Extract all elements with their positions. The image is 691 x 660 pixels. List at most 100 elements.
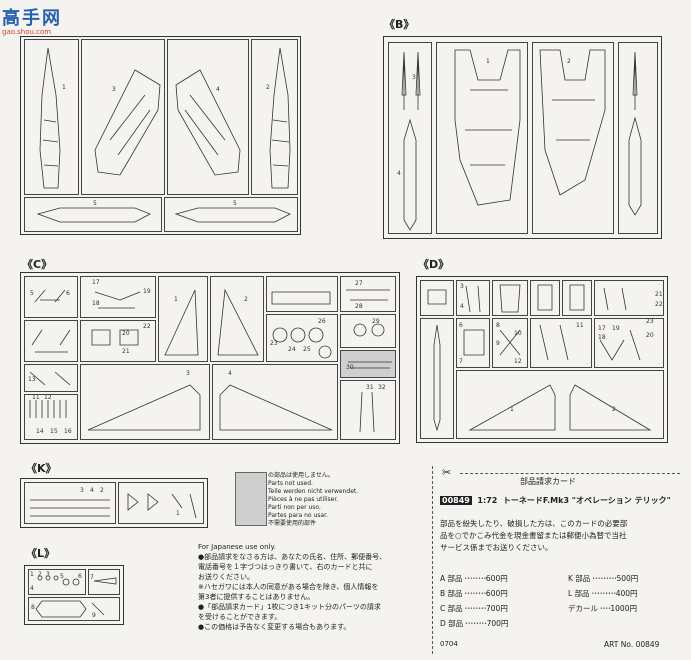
price-part: L 部品 [568, 589, 590, 598]
sprue-c-cell-11-16 [24, 394, 78, 440]
card-text: 部品を紛失したり、破損した方は、このカードの必要部 品を○でかこみ代金を現金書留… [440, 518, 680, 554]
part-label: 3 [460, 283, 464, 290]
part-label: 4 [460, 303, 464, 310]
price-value: 500円 [616, 574, 639, 583]
part-label: 3 [412, 74, 416, 81]
card-footer-code: 0704 [440, 640, 458, 648]
sprue-c-cell-17-19 [80, 276, 156, 318]
sprue-d-cell-missile [420, 318, 454, 439]
part-label: 13 [28, 376, 36, 383]
part-label: 19 [612, 325, 620, 332]
price-row[interactable]: D 部品 ････････700円 [440, 619, 509, 628]
part-label: 1 [510, 406, 514, 413]
part-label: 2 [567, 58, 571, 65]
part-label: 23 [646, 318, 654, 325]
sprue-c-cell-1 [158, 276, 208, 362]
part-label: 5 [60, 573, 64, 580]
part-label: 25 [303, 346, 311, 353]
part-label: 12 [514, 358, 522, 365]
part-label: 4 [228, 370, 232, 377]
sprue-d [416, 276, 668, 443]
sprue-b-cell-left-missile [388, 42, 432, 234]
part-label: 4 [90, 487, 94, 494]
part-label: 5 [93, 200, 97, 207]
notice-line: Pièces à ne pas utiliser. [268, 496, 339, 503]
part-label: 7 [459, 358, 463, 365]
part-label: 6 [459, 322, 463, 329]
part-label: 6 [66, 290, 70, 297]
part-label: 8 [496, 322, 500, 329]
part-label: 21 [122, 348, 130, 355]
sprue-a-cell-5b [164, 197, 298, 232]
part-label: 27 [355, 280, 363, 287]
part-label: 2 [612, 406, 616, 413]
sprue-a-cell-5a [24, 197, 162, 232]
part-label: 4 [30, 585, 34, 592]
card-product-line: 00849 1:72 トーネードF.Mk3 "オペレーション テリック" [440, 495, 671, 506]
scissors-icon: ✂ [442, 466, 452, 479]
part-label: 23 [270, 340, 278, 347]
watermark-logo-text: 高手网 [2, 8, 62, 29]
card-scale: 1:72 [477, 496, 498, 505]
part-label: 3 [46, 571, 50, 578]
sprue-c-cell-2 [210, 276, 264, 362]
notice-line: Parts not used. [268, 480, 313, 487]
sprue-c-cell-31-32 [340, 380, 396, 440]
price-row[interactable]: デカール ････1000円 [568, 604, 637, 613]
part-label: 22 [143, 323, 151, 330]
sprue-d-cell-11 [530, 318, 592, 368]
part-label: 2 [100, 487, 104, 494]
sprue-c-cell-7-10 [24, 364, 78, 392]
japanese-use-line: ●この価格は予告なく変更する場合もあります。 [198, 623, 351, 631]
sprue-l [24, 565, 124, 625]
price-value: 700円 [486, 604, 508, 613]
card-text-line: サービス係までお送りください。 [440, 543, 553, 552]
sprue-d-cell-8-12 [492, 318, 528, 368]
price-part: K 部品 [568, 574, 591, 583]
card-text-line: 部品を紛失したり、破損した方は、このカードの必要部 [440, 519, 628, 528]
part-label: 17 [598, 325, 606, 332]
sprue-c-cell-23-26 [266, 314, 338, 362]
part-label: 10 [514, 330, 522, 337]
part-label: 32 [378, 384, 386, 391]
price-part: D 部品 [440, 619, 464, 628]
sprue-c-cell-27-28a [266, 276, 338, 312]
price-row[interactable]: A 部品 ････････600円 [440, 574, 508, 583]
part-label: 5 [30, 290, 34, 297]
price-part: デカール [568, 604, 598, 613]
part-label: 14 [36, 428, 44, 435]
part-label: 22 [655, 301, 663, 308]
price-value: 1000円 [610, 604, 637, 613]
japanese-use-block: For Japanese use only. ●部品請求をなさる方は、あなたの氏… [198, 542, 428, 632]
part-label: 4 [216, 86, 220, 93]
price-row[interactable]: C 部品 ････････700円 [440, 604, 508, 613]
sprue-b [383, 36, 662, 239]
japanese-use-heading: For Japanese use only. [198, 543, 276, 551]
part-label: 5 [233, 200, 237, 207]
part-label: 17 [92, 279, 100, 286]
part-label: 9 [496, 340, 500, 347]
price-part: B 部品 [440, 589, 463, 598]
price-value: 600円 [485, 574, 508, 583]
sprue-c-cell-4 [212, 364, 338, 440]
sprue-d-cell-rect1 [530, 280, 560, 316]
sprue-b-cell-fuselage-top [436, 42, 528, 234]
sprue-b-cell-fuselage-bottom [532, 42, 614, 234]
part-label: 1 [62, 84, 66, 91]
price-row[interactable]: K 部品 ･････････500円 [568, 574, 639, 583]
watermark-logo: 高手网 gao.shou.com [2, 4, 92, 36]
sprue-c-cell-29 [340, 314, 396, 348]
part-label: 3 [112, 86, 116, 93]
part-label: 18 [92, 300, 100, 307]
price-row[interactable]: L 部品 ･････････400円 [568, 589, 638, 598]
notice-line: 不需要使用的部件 [268, 520, 317, 527]
sprue-d-cell-17-23 [594, 318, 664, 368]
sprue-l-cell-8-9 [28, 597, 120, 621]
part-label: 11 [576, 322, 584, 329]
part-label: 12 [44, 394, 52, 401]
price-row[interactable]: B 部品 ････････600円 [440, 589, 508, 598]
sprue-b-cell-right-missile [618, 42, 658, 234]
notice-line: Teile werden nicht verwendet. [268, 488, 359, 495]
